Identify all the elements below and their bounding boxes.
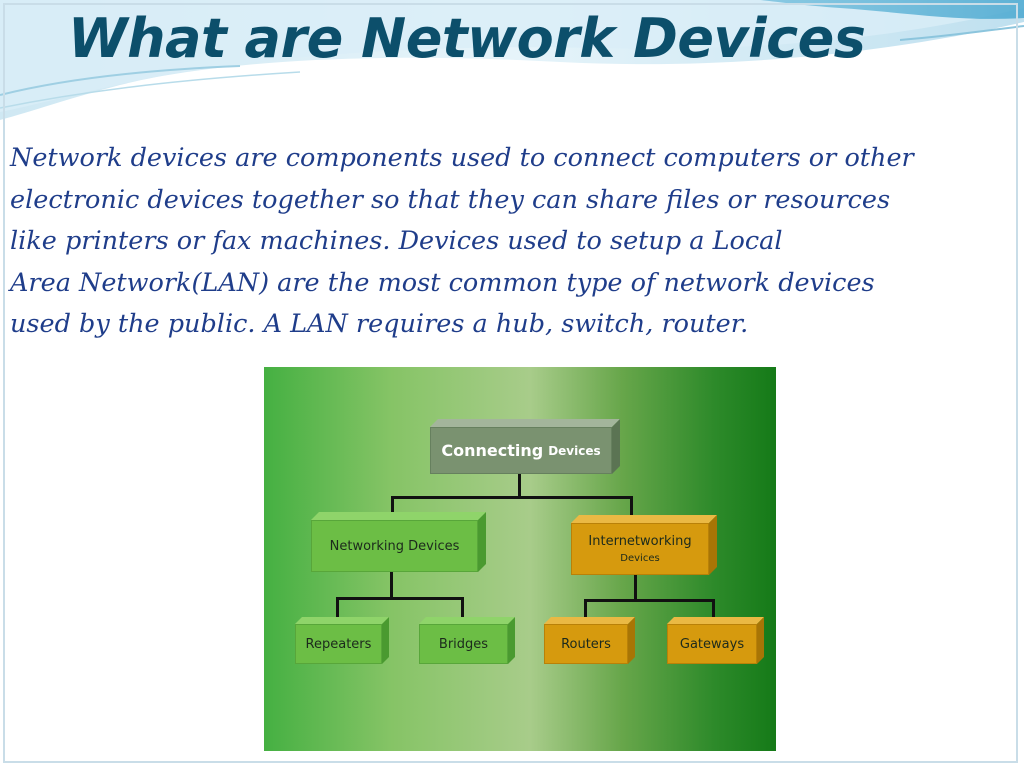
paragraph-line: Area Network(LAN) are the most common ty… bbox=[10, 263, 1015, 305]
connector-line bbox=[634, 575, 637, 601]
connector-line bbox=[518, 474, 521, 498]
connector-line bbox=[390, 571, 393, 599]
bridges-box: Bridges bbox=[419, 617, 515, 664]
connector-line bbox=[391, 496, 632, 499]
connecting-devices-box: Connecting Devices bbox=[430, 419, 620, 474]
body-paragraph: Network devices are components used to c… bbox=[10, 138, 1015, 346]
connecting-word: Connecting bbox=[441, 441, 543, 460]
gateways-box: Gateways bbox=[667, 617, 764, 664]
paragraph-line: electronic devices together so that they… bbox=[10, 180, 1015, 222]
network-devices-diagram: Connecting Devices Networking Devices In… bbox=[264, 367, 776, 751]
networking-devices-box: Networking Devices bbox=[311, 512, 486, 572]
gateways-label: Gateways bbox=[680, 637, 744, 652]
slide-title: What are Network Devices bbox=[68, 4, 865, 74]
paragraph-line: Network devices are components used to c… bbox=[10, 138, 1015, 180]
networking-devices-label: Networking Devices bbox=[330, 539, 460, 554]
repeaters-label: Repeaters bbox=[306, 637, 372, 652]
internetworking-devices-box: Internetworking Devices bbox=[571, 515, 717, 575]
repeaters-box: Repeaters bbox=[295, 617, 389, 664]
internetworking-label: Internetworking bbox=[588, 534, 691, 549]
routers-box: Routers bbox=[544, 617, 635, 664]
paragraph-line: like printers or fax machines. Devices u… bbox=[10, 221, 1015, 263]
internetworking-devices-label: Devices bbox=[620, 553, 659, 564]
devices-word: Devices bbox=[548, 444, 600, 458]
paragraph-line: used by the public. A LAN requires a hub… bbox=[10, 304, 1015, 346]
connector-line bbox=[584, 599, 715, 602]
routers-label: Routers bbox=[561, 637, 611, 652]
connector-line bbox=[336, 597, 464, 600]
bridges-label: Bridges bbox=[439, 637, 488, 652]
